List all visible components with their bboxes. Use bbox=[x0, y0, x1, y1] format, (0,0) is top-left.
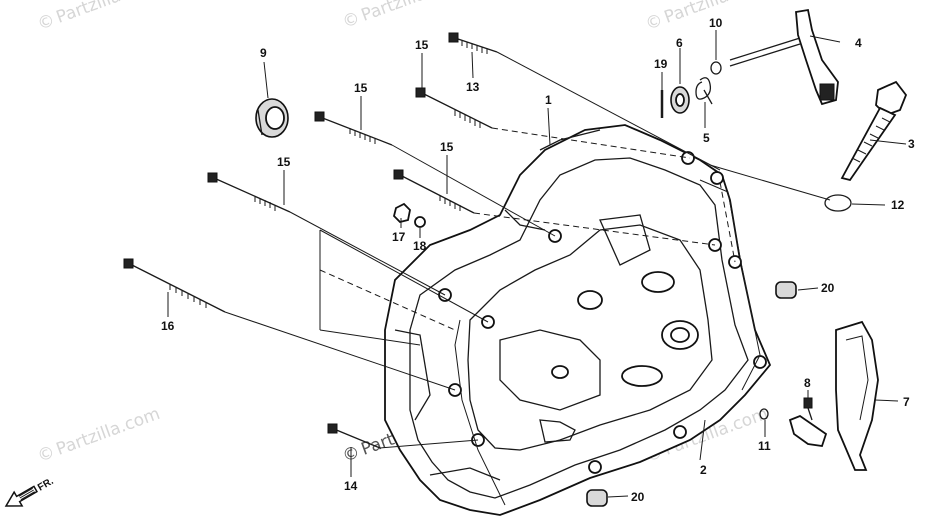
callout-15-mid: 15 bbox=[354, 81, 368, 95]
watermark-text: Partzilla.com bbox=[54, 404, 163, 460]
callout-15-top: 15 bbox=[415, 38, 429, 52]
oil-filler-cap bbox=[840, 80, 908, 182]
callout-2: 2 bbox=[700, 463, 707, 477]
watermark-copyright: © bbox=[643, 10, 666, 35]
neutral-switch bbox=[759, 397, 828, 447]
callout-20-lower: 20 bbox=[631, 490, 645, 504]
watermark-text: Partzilla.com bbox=[54, 0, 163, 28]
nut-washer bbox=[393, 202, 426, 228]
callout-17: 17 bbox=[392, 230, 406, 244]
watermark-copyright: © bbox=[35, 442, 58, 467]
callout-15-right: 15 bbox=[440, 140, 454, 154]
callout-leaders bbox=[167, 30, 907, 498]
callout-16: 16 bbox=[161, 319, 175, 333]
small-parts bbox=[660, 61, 722, 118]
watermark-text: Partzilla.com bbox=[359, 0, 468, 26]
callout-7: 7 bbox=[903, 395, 910, 409]
callout-labels: 1 2 3 4 5 6 7 8 9 10 11 12 13 14 15 15 1… bbox=[161, 16, 915, 504]
callout-18: 18 bbox=[413, 239, 427, 253]
callout-8: 8 bbox=[804, 376, 811, 390]
dowel-pins bbox=[586, 281, 797, 507]
callout-14: 14 bbox=[344, 479, 358, 493]
callout-5: 5 bbox=[703, 131, 710, 145]
watermark-copyright: © bbox=[35, 10, 58, 35]
front-direction-arrow: FR. bbox=[4, 476, 56, 507]
callout-11: 11 bbox=[758, 439, 771, 453]
callout-9: 9 bbox=[260, 46, 267, 60]
callout-20-upper: 20 bbox=[821, 281, 835, 295]
bolts bbox=[123, 32, 498, 449]
callout-15-left: 15 bbox=[277, 155, 291, 169]
o-ring bbox=[824, 194, 852, 212]
arrow-icon bbox=[4, 485, 38, 507]
gasket bbox=[454, 179, 761, 506]
cover-plate bbox=[835, 320, 879, 471]
callout-12: 12 bbox=[891, 198, 905, 212]
shift-arm bbox=[729, 8, 839, 106]
callout-6: 6 bbox=[676, 36, 683, 50]
front-label: FR. bbox=[36, 476, 56, 494]
callout-13: 13 bbox=[466, 80, 480, 94]
callout-10: 10 bbox=[709, 16, 723, 30]
callout-1: 1 bbox=[545, 93, 552, 107]
crankcase-cover bbox=[384, 124, 772, 516]
callout-4: 4 bbox=[855, 36, 862, 50]
oil-seal bbox=[255, 98, 289, 138]
alignment-lines bbox=[224, 51, 831, 449]
callout-19: 19 bbox=[654, 57, 668, 71]
callout-3: 3 bbox=[908, 137, 915, 151]
watermark-copyright: © bbox=[340, 8, 363, 33]
